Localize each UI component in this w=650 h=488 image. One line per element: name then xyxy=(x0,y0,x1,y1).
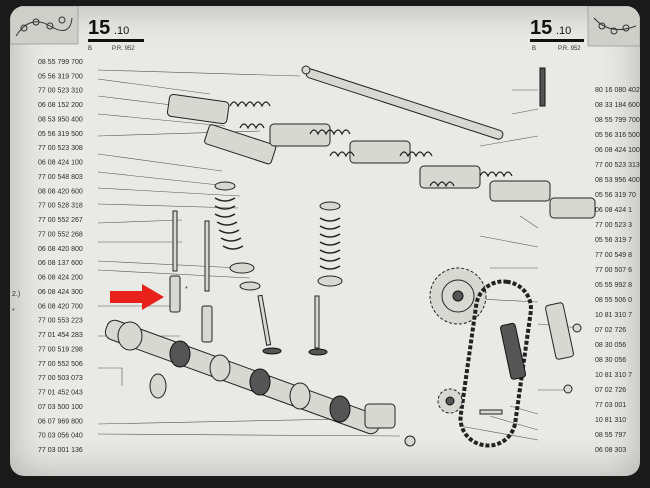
right_label-8: 06 08 424 1 xyxy=(595,207,632,214)
right_label-1: 08 33 184 600 xyxy=(595,102,640,109)
right_label-7: 05 56 319 70 xyxy=(595,192,636,199)
right_label-22: 10 81 310 xyxy=(595,417,626,424)
left_label-20: 77 00 519 298 xyxy=(38,346,83,353)
left_label-0: 08 55 799 700 xyxy=(38,59,83,66)
left_label-1: 05 56 319 700 xyxy=(38,73,83,80)
bracket-mark: 2.) xyxy=(12,291,20,298)
header-right: 15 .10 B P.R. 952 xyxy=(530,6,640,52)
right-part-labels: 80 16 080 402 08 33 184 600 08 55 799 700 0… xyxy=(595,87,640,454)
right_label-0: 80 16 080 402 xyxy=(595,87,640,94)
right_label-21: 77 03 001 xyxy=(595,402,626,409)
left_label-16: 06 08 424 300 xyxy=(38,289,83,296)
left_label-13: 06 08 420 800 xyxy=(38,246,83,253)
parts-sheet: 15 .10 B P.R. 952 15 .10 B P.R. 952 08 5… xyxy=(10,6,640,476)
left_label-5: 05 56 319 500 xyxy=(38,131,83,138)
header-right-sub: .10 xyxy=(556,25,571,37)
red-pointer-arrow-icon xyxy=(110,284,164,310)
left_label-15: 06 08 424 200 xyxy=(38,275,83,282)
left_label-17: 06 08 420 700 xyxy=(38,303,83,310)
asterisk-mark-b: * xyxy=(185,286,188,293)
right_label-19: 10 81 310 7 xyxy=(595,372,632,379)
left_label-10: 77 00 528 318 xyxy=(38,203,83,210)
right_label-17: 08 30 056 xyxy=(595,342,626,349)
header-left-number: 15 xyxy=(88,17,110,39)
header-right-code-a: B xyxy=(532,46,536,52)
left_label-11: 77 00 552 267 xyxy=(38,217,83,224)
right_label-10: 05 56 319 7 xyxy=(595,237,632,244)
left_label-18: 77 00 553 223 xyxy=(38,318,83,325)
leader-lines xyxy=(97,69,581,441)
right_label-9: 77 00 523 3 xyxy=(595,222,632,229)
left_label-21: 77 00 552 506 xyxy=(38,361,83,368)
pushrods xyxy=(169,210,213,343)
camshaft xyxy=(104,319,416,447)
chain-corner-icon-left xyxy=(15,16,73,37)
right_label-12: 77 00 507 6 xyxy=(595,267,632,274)
rocker-shaft xyxy=(301,65,546,140)
right_label-14: 08 55 506 0 xyxy=(595,297,632,304)
asterisk-mark-a: * xyxy=(12,308,15,315)
right_label-5: 77 00 523 313 xyxy=(595,162,640,169)
header-left-sub: .10 xyxy=(114,25,129,37)
header-left-code-b: P.R. 952 xyxy=(112,46,135,52)
left_label-7: 06 08 424 100 xyxy=(38,160,83,167)
right_label-16: 07 02 726 xyxy=(595,327,626,334)
left_label-2: 77 00 523 310 xyxy=(38,88,83,95)
right_label-6: 08 53 956 400 xyxy=(595,177,640,184)
right_label-20: 07 02 726 xyxy=(595,387,626,394)
left_label-9: 08 08 420 600 xyxy=(38,188,83,195)
right_label-2: 08 55 799 700 xyxy=(595,117,640,124)
header-left: 15 .10 B P.R. 952 xyxy=(10,6,144,52)
right_label-24: 06 08 303 xyxy=(595,447,626,454)
left_label-19: 77 01 454 283 xyxy=(38,332,83,339)
right_label-18: 08 30 056 xyxy=(595,357,626,364)
left_label-23: 77 01 452 043 xyxy=(38,390,83,397)
right_label-4: 06 08 424 100 xyxy=(595,147,640,154)
left_label-6: 77 00 523 308 xyxy=(38,145,83,152)
rocker-assembly xyxy=(166,94,596,219)
chain-corner-icon-right xyxy=(593,17,637,35)
left_label-24: 07 03 500 100 xyxy=(38,404,83,411)
header-left-code-a: B xyxy=(88,46,92,52)
left_label-3: 06 08 152 200 xyxy=(38,102,83,109)
left_label-25: 06 07 969 800 xyxy=(38,418,83,425)
left_label-14: 06 08 137 600 xyxy=(38,260,83,267)
right_label-3: 05 56 316 500 xyxy=(595,132,640,139)
right_label-15: 10 81 310 7 xyxy=(595,312,632,319)
left_label-22: 77 00 503 073 xyxy=(38,375,83,382)
valve-springs xyxy=(214,181,343,356)
exploded-diagram: 15 .10 B P.R. 952 15 .10 B P.R. 952 08 5… xyxy=(10,6,640,454)
right_label-11: 77 00 549 8 xyxy=(595,252,632,259)
header-right-number: 15 xyxy=(530,17,552,39)
timing-assembly xyxy=(429,267,582,448)
right_label-23: 08 55 797 xyxy=(595,432,626,439)
right_label-13: 05 55 992 8 xyxy=(595,282,632,289)
left_label-27: 77 03 001 136 xyxy=(38,447,83,454)
left_label-4: 08 53 950 400 xyxy=(38,117,83,124)
header-right-code-b: P.R. 952 xyxy=(558,46,581,52)
left_label-26: 70 03 056 040 xyxy=(38,433,83,440)
left-part-labels: 08 55 799 700 05 56 319 700 77 00 523 310 0… xyxy=(38,59,83,454)
left_label-8: 77 00 548 803 xyxy=(38,174,83,181)
left_label-12: 77 00 552 268 xyxy=(38,231,83,238)
